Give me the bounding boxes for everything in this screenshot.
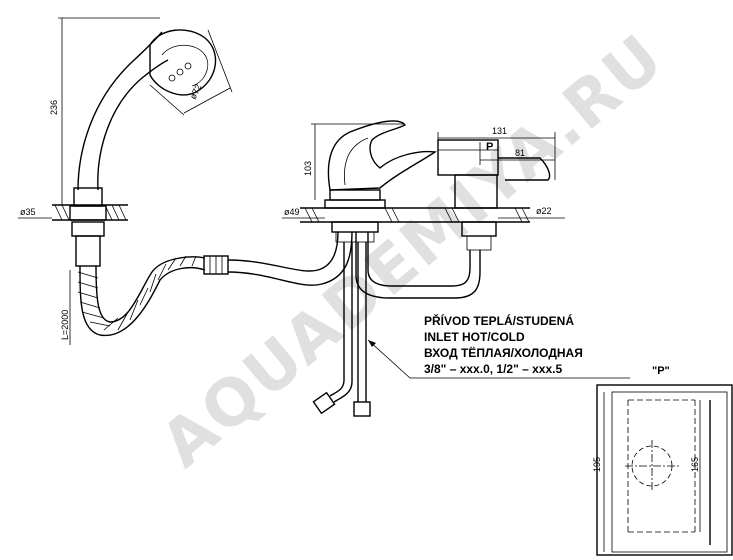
- connecting-pipe: [227, 231, 481, 299]
- note-leader: [367, 339, 630, 379]
- dim-hose-length: L=2000: [60, 310, 70, 340]
- deck-plate-left: [52, 204, 128, 221]
- dim-flange-right: ø22: [536, 206, 552, 216]
- hand-shower: [69, 29, 217, 267]
- dim-lever-width: 131: [492, 126, 507, 136]
- note-line-1: PŘÍVOD TEPLÁ/STUDENÁ: [424, 313, 574, 328]
- detail-title: "P": [652, 365, 670, 377]
- dim-cutout-height: 195: [592, 457, 602, 472]
- detail-marker: P: [486, 141, 493, 153]
- note-line-4: 3/8" – xxx.0, 1/2" – xxx.5: [424, 362, 562, 376]
- inlet-note: PŘÍVOD TEPLÁ/STUDENÁ INLET HOT/COLD ВХОД…: [424, 313, 583, 376]
- diverter-valve: [437, 139, 551, 251]
- mixer-body: [324, 120, 437, 243]
- dim-flange-left: ø35: [20, 207, 36, 217]
- dim-lever-offset: 81: [515, 148, 525, 158]
- dim-handshower-height: 236: [49, 100, 59, 115]
- dim-flange-middle: ø49: [284, 207, 300, 217]
- detail-p: "P" 195 165: [592, 365, 733, 556]
- flex-hose: [77, 255, 229, 336]
- note-line-2: INLET HOT/COLD: [424, 330, 525, 344]
- dim-cutout-inner-height: 165: [690, 457, 700, 472]
- dim-spout-height: 103: [303, 161, 313, 176]
- note-line-3: ВХОД ТЁПЛАЯ/ХОЛОДНАЯ: [424, 345, 583, 360]
- dimensions: 236 ø72 L=2000 ø35 103 ø49 131 81 P ø22: [18, 17, 565, 345]
- dim-handshower-diameter: ø72: [188, 83, 204, 101]
- supply-hoses: [312, 242, 371, 417]
